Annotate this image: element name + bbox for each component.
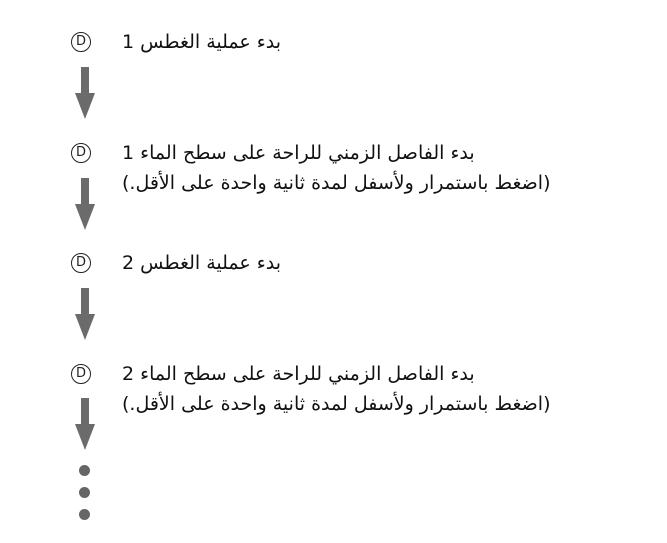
continuation-dot-icon bbox=[79, 487, 90, 498]
d-button-icon: D bbox=[71, 253, 91, 273]
step-label: 2 بدء الفاصل الزمني للراحة على سطح الماء bbox=[122, 362, 667, 386]
arrow-down-icon bbox=[75, 398, 95, 450]
step-number: 1 bbox=[122, 142, 135, 164]
step-note-text: (اضغط باستمرار ولأسفل لمدة ثانية واحدة ع… bbox=[122, 172, 551, 194]
step-label: 1 بدء الفاصل الزمني للراحة على سطح الماء bbox=[122, 141, 667, 165]
continuation-dot-icon bbox=[79, 465, 90, 476]
step-text: بدء الفاصل الزمني للراحة على سطح الماء bbox=[140, 363, 475, 385]
step-note: (اضغط باستمرار ولأسفل لمدة ثانية واحدة ع… bbox=[122, 392, 667, 416]
d-button-icon: D bbox=[71, 32, 91, 52]
step-label: 1 بدء عملية الغطس bbox=[122, 30, 667, 54]
arrow-down-icon bbox=[75, 178, 95, 230]
step-number: 2 bbox=[122, 252, 135, 274]
step-text: بدء عملية الغطس bbox=[140, 252, 281, 274]
step-label: 2 بدء عملية الغطس bbox=[122, 251, 667, 275]
step-text: بدء الفاصل الزمني للراحة على سطح الماء bbox=[140, 142, 475, 164]
step-text: بدء عملية الغطس bbox=[140, 31, 281, 53]
step-note: (اضغط باستمرار ولأسفل لمدة ثانية واحدة ع… bbox=[122, 171, 667, 195]
d-button-icon: D bbox=[71, 143, 91, 163]
step-number: 1 bbox=[122, 31, 135, 53]
continuation-dot-icon bbox=[79, 509, 90, 520]
step-number: 2 bbox=[122, 363, 135, 385]
step-note-text: (اضغط باستمرار ولأسفل لمدة ثانية واحدة ع… bbox=[122, 393, 551, 415]
arrow-down-icon bbox=[75, 67, 95, 119]
d-button-icon: D bbox=[71, 364, 91, 384]
arrow-down-icon bbox=[75, 288, 95, 340]
